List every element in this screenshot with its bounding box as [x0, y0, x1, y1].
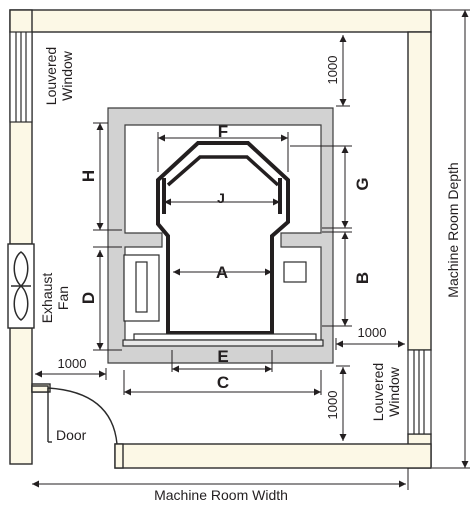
- louvered-window-left-label-line2: Window: [59, 50, 75, 101]
- right-clearance-value: 1000: [358, 325, 387, 340]
- dim-label-g: G: [353, 177, 372, 190]
- machine-room-width-label: Machine Room Width: [154, 487, 288, 503]
- dim-label-e: E: [217, 347, 228, 366]
- louvered-window-right-icon: [407, 349, 432, 435]
- left-clearance-value: 1000: [58, 356, 87, 371]
- wall-left-lower: [9, 327, 33, 465]
- exhaust-fan-label-line1: Exhaust: [39, 273, 55, 324]
- wall-bottom: [114, 443, 432, 469]
- wall-top: [9, 9, 432, 33]
- door-icon: [31, 385, 118, 445]
- exhaust-fan-label-line2: Fan: [55, 286, 71, 310]
- dim-label-c: C: [217, 373, 229, 392]
- top-clearance-value: 1000: [325, 56, 340, 85]
- elevator-cabin: [156, 141, 290, 338]
- dim-label-a: A: [216, 263, 228, 282]
- wall-bottom-door-jamb: [114, 443, 124, 469]
- louvered-window-right-label-line2: Window: [386, 366, 402, 417]
- dim-label-b: B: [353, 272, 372, 284]
- exhaust-fan-icon: [7, 243, 35, 329]
- louvered-window-right-label-line1: Louvered: [370, 363, 386, 421]
- dim-label-h: H: [79, 170, 98, 182]
- machine-room-depth-label: Machine Room Depth: [445, 162, 461, 297]
- landing-sill: [122, 333, 324, 347]
- louvered-window-left-icon: [9, 31, 33, 123]
- dim-label-d: D: [79, 292, 98, 304]
- dimension-lines: [32, 9, 470, 490]
- wall-right-upper: [407, 31, 432, 351]
- counterweight: [123, 254, 160, 322]
- dim-label-j: J: [217, 190, 225, 206]
- louvered-window-left-label-line1: Louvered: [43, 47, 59, 105]
- bottom-clearance-value: 1000: [325, 391, 340, 420]
- door-label: Door: [56, 427, 87, 443]
- dim-label-f: F: [218, 122, 228, 141]
- call-panel: [283, 261, 307, 283]
